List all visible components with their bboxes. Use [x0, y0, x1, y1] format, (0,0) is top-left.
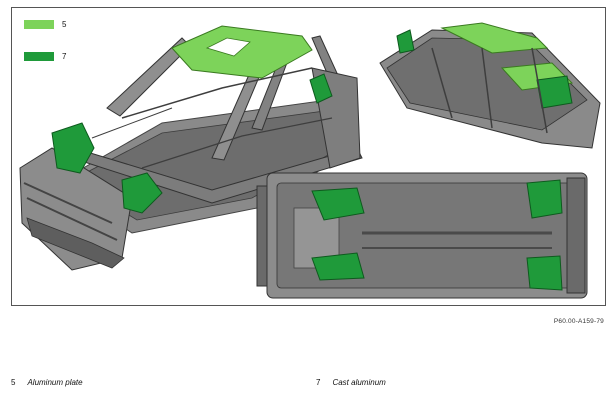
key-number: 7 — [316, 378, 321, 387]
legend-number: 7 — [62, 52, 67, 61]
legend-item-cast-aluminum: 7 — [24, 52, 66, 61]
figure-code: P60.00-A159-79 — [553, 318, 604, 325]
key-item-aluminum-plate: 5 Aluminum plate — [11, 378, 83, 387]
legend-swatch-cast-aluminum — [24, 52, 54, 61]
legend-item-aluminum-plate: 5 — [24, 20, 66, 29]
car-body-rear-view-illustration — [379, 22, 601, 149]
legend-swatch-aluminum-plate — [24, 20, 54, 29]
legend-number: 5 — [62, 20, 67, 29]
key-item-cast-aluminum: 7 Cast aluminum — [316, 378, 386, 387]
car-underbody-illustration — [256, 172, 588, 299]
key-number: 5 — [11, 378, 16, 387]
illustration-frame: 5 7 — [11, 7, 606, 306]
key-label: Aluminum plate — [27, 378, 83, 387]
key-label: Cast aluminum — [332, 378, 386, 387]
car-body-perspective-illustration — [19, 25, 363, 271]
